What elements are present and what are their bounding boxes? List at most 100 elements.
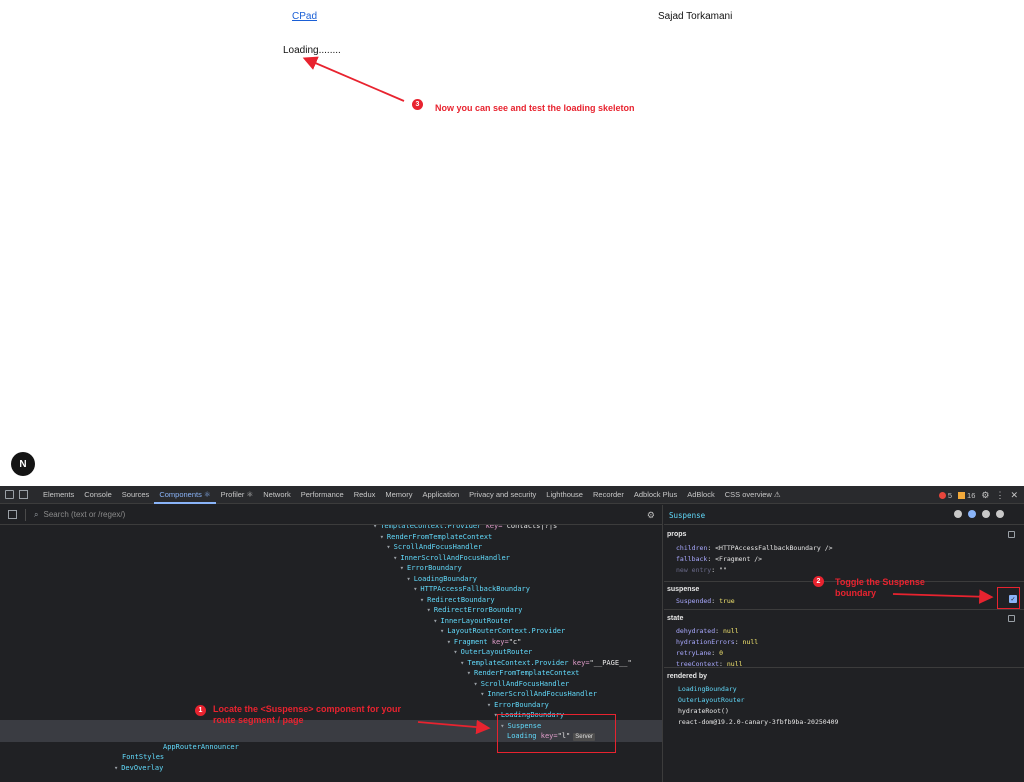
expand-arrow-icon[interactable]: ▾	[473, 679, 478, 688]
nav-link-cpad[interactable]: CPad	[292, 11, 318, 22]
component-tree-row[interactable]: Loading key="l"Server	[507, 732, 595, 741]
component-name: LoadingBoundary	[413, 574, 477, 583]
devtools-tab[interactable]: Adblock Plus	[633, 489, 678, 499]
devtools-tab[interactable]: Sources	[121, 489, 150, 499]
devtools-tab[interactable]: Components ⚛	[154, 486, 216, 504]
component-tree-row[interactable]: ▾InnerLayoutRouter	[433, 616, 512, 627]
expand-arrow-icon[interactable]: ▾	[426, 606, 431, 614]
component-tree-row[interactable]: ▾RedirectBoundary	[420, 595, 495, 606]
state-tree-context: treeContext: null	[676, 660, 743, 668]
expand-arrow-icon[interactable]: ▾	[406, 574, 411, 583]
expand-arrow-icon[interactable]: ▾	[453, 648, 458, 656]
devtools-tab[interactable]: Privacy and security	[469, 489, 537, 499]
eye-icon[interactable]	[982, 510, 990, 518]
expand-arrow-icon[interactable]: ▾	[460, 658, 465, 667]
expand-arrow-icon[interactable]: ▾	[114, 763, 119, 772]
close-icon[interactable]: ✕	[1010, 489, 1018, 500]
devtools-tab[interactable]: Lighthouse	[546, 489, 583, 499]
devtools-tab[interactable]: Elements	[43, 489, 75, 499]
expand-arrow-icon[interactable]: ▾	[433, 616, 438, 625]
component-tree-row[interactable]: ▾RenderFromTemplateContext	[380, 532, 493, 543]
prop-children[interactable]: children: <HTTPAccessFallbackBoundary />	[676, 544, 833, 552]
expand-arrow-icon[interactable]: ▾	[399, 564, 405, 572]
gear-icon[interactable]: ⚙	[981, 489, 990, 500]
expand-arrow-icon[interactable]: ▾	[480, 690, 485, 698]
devtools-toolbar: Elements Console Sources Components ⚛ Profil…	[0, 486, 1024, 504]
component-tree-row[interactable]: ▾LoadingBoundary	[407, 574, 477, 585]
devtools-tab[interactable]: AdBlock	[687, 489, 715, 499]
component-tree-row[interactable]: ▾OuterLayoutRouter	[453, 647, 532, 658]
suspend-icon[interactable]	[954, 510, 962, 518]
component-search-input[interactable]	[43, 510, 604, 519]
component-tree-row[interactable]: AppRouterAnnouncer	[163, 742, 239, 753]
rendered-by-item[interactable]: LoadingBoundary	[678, 685, 737, 693]
warning-count[interactable]: 16	[958, 491, 975, 500]
more-options-icon[interactable]: ⋮	[995, 489, 1005, 500]
expand-arrow-icon[interactable]: ▾	[419, 595, 425, 604]
devtools-tab[interactable]: Application	[422, 489, 460, 499]
expand-arrow-icon[interactable]: ▾	[373, 525, 378, 530]
devtools-tab[interactable]: Redux	[353, 489, 376, 499]
suspense-toggle-checkbox[interactable]: ✓	[1009, 595, 1017, 603]
expand-arrow-icon[interactable]: ▾	[446, 637, 451, 646]
devtools-panel: Elements Console Sources Components ⚛ Profil…	[0, 486, 1024, 782]
timer-icon[interactable]	[968, 510, 976, 518]
suspended-value: Suspended: true	[676, 597, 735, 605]
component-tree-row[interactable]: ▾ScrollAndFocusHandler	[386, 542, 482, 553]
devtools-tab[interactable]: Memory	[385, 489, 413, 499]
component-tree-row[interactable]: ▾ErrorBoundary	[400, 563, 462, 574]
component-name: Fragment	[453, 637, 488, 646]
component-tree-row[interactable]: ▾Suspense	[500, 721, 541, 732]
component-tree-row[interactable]: ▾InnerScrollAndFocusHandler	[480, 689, 597, 700]
rendered-by-item[interactable]: OuterLayoutRouter	[678, 696, 745, 704]
component-tree-row[interactable]: ▾LayoutRouterContext.Provider	[440, 626, 565, 637]
expand-arrow-icon[interactable]: ▾	[386, 543, 391, 551]
component-tree-row[interactable]: FontStyles	[122, 752, 164, 763]
component-tree-row[interactable]: ▾InnerScrollAndFocusHandler	[393, 553, 510, 564]
devtools-tab[interactable]: Network	[263, 489, 291, 499]
bug-icon[interactable]	[996, 510, 1004, 518]
error-count[interactable]: 5	[938, 491, 952, 500]
expand-arrow-icon[interactable]: ▾	[486, 700, 492, 709]
component-tree-row[interactable]: ▾LoadingBoundary	[494, 710, 564, 721]
component-tree-row[interactable]: ▾Fragment key="c"	[446, 637, 522, 646]
expand-arrow-icon[interactable]: ▾	[440, 627, 445, 635]
copy-icon[interactable]	[1008, 531, 1015, 538]
component-key: __PAGE__	[593, 658, 628, 667]
component-tree-row[interactable]: ▾RenderFromTemplateContext	[467, 668, 580, 679]
expand-arrow-icon[interactable]: ▾	[493, 711, 498, 719]
component-tree-row[interactable]: ▾HTTPAccessFallbackBoundary	[413, 584, 530, 595]
copy-icon[interactable]	[1008, 615, 1015, 622]
devtools-tab[interactable]: Performance	[300, 489, 344, 499]
component-tree-row[interactable]: ▾DevOverlay	[114, 763, 163, 774]
component-name: TemplateContext.Provider	[380, 525, 482, 530]
expand-arrow-icon[interactable]: ▾	[379, 532, 384, 541]
component-tree-row[interactable]: ▾RedirectErrorBoundary	[427, 605, 523, 616]
device-toolbar-icon[interactable]	[19, 490, 28, 499]
devtools-tab[interactable]: Console	[84, 489, 112, 499]
inspected-component-name: Suspense	[669, 511, 706, 520]
new-prop-entry[interactable]: new entry: ""	[676, 566, 727, 574]
expand-arrow-icon[interactable]: ▾	[466, 669, 472, 677]
select-component-icon[interactable]	[8, 510, 17, 519]
props-title: props	[667, 531, 687, 538]
user-name: Sajad Torkamani	[658, 11, 733, 22]
annotation-3-badge: 3	[412, 99, 423, 110]
component-tree-row[interactable]: ▾ScrollAndFocusHandler	[474, 679, 570, 690]
nextjs-dev-indicator[interactable]: N	[11, 452, 35, 476]
devtools-tab[interactable]: Recorder	[592, 489, 624, 499]
expand-arrow-icon[interactable]: ▾	[393, 553, 398, 562]
component-tree-row[interactable]: ▾ErrorBoundary	[487, 700, 549, 711]
server-badge: Server	[573, 733, 595, 741]
expand-arrow-icon[interactable]: ▾	[500, 721, 505, 730]
expand-arrow-icon[interactable]: ▾	[413, 585, 418, 593]
prop-fallback[interactable]: fallback: <Fragment />	[676, 555, 763, 563]
inspect-element-icon[interactable]	[5, 490, 14, 499]
loading-text: Loading........	[283, 45, 341, 56]
component-tree-row[interactable]: ▾TemplateContext.Provider key="contacts|…	[373, 525, 561, 532]
component-tree-row[interactable]: ▾TemplateContext.Provider key="__PAGE__"	[460, 658, 632, 667]
devtools-tab[interactable]: CSS overview ⚠	[724, 489, 781, 499]
devtools-tab[interactable]: Profiler ⚛	[220, 489, 254, 499]
settings-gear-icon[interactable]: ⚙	[646, 510, 655, 520]
selected-row-highlight	[0, 720, 662, 742]
